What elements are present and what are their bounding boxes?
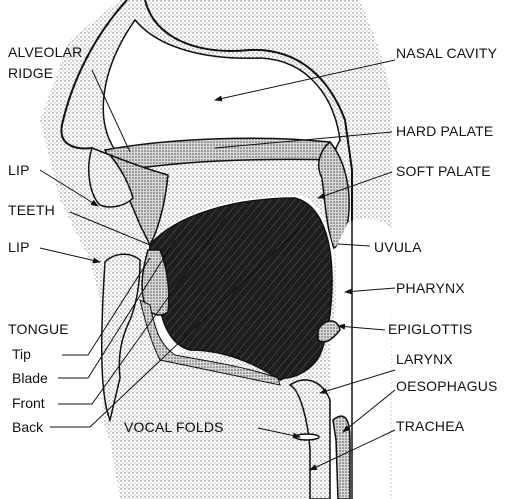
label-vocal-folds: VOCAL FOLDS — [124, 420, 224, 434]
label-tongue-tip: Tip — [12, 347, 31, 361]
label-pharynx: PHARYNX — [396, 281, 465, 295]
label-lip-lower: LIP — [8, 240, 30, 254]
label-trachea: TRACHEA — [396, 419, 464, 433]
label-soft-palate: SOFT PALATE — [396, 164, 491, 178]
label-alveolar-ridge-2: RIDGE — [8, 66, 53, 80]
label-lip-upper: LIP — [8, 163, 30, 177]
label-uvula: UVULA — [374, 240, 422, 254]
label-epiglottis: EPIGLOTTIS — [388, 322, 472, 336]
label-larynx: LARYNX — [396, 352, 453, 366]
label-hard-palate: HARD PALATE — [396, 124, 493, 138]
label-nasal-cavity: NASAL CAVITY — [396, 46, 497, 60]
label-teeth: TEETH — [8, 203, 55, 217]
label-tongue-front: Front — [12, 396, 45, 410]
label-tongue-blade: Blade — [12, 371, 48, 385]
label-tongue: TONGUE — [8, 322, 69, 336]
label-oesophagus: OESOPHAGUS — [396, 379, 498, 393]
label-tongue-back: Back — [12, 420, 43, 434]
label-alveolar-ridge-1: ALVEOLAR — [8, 45, 83, 59]
